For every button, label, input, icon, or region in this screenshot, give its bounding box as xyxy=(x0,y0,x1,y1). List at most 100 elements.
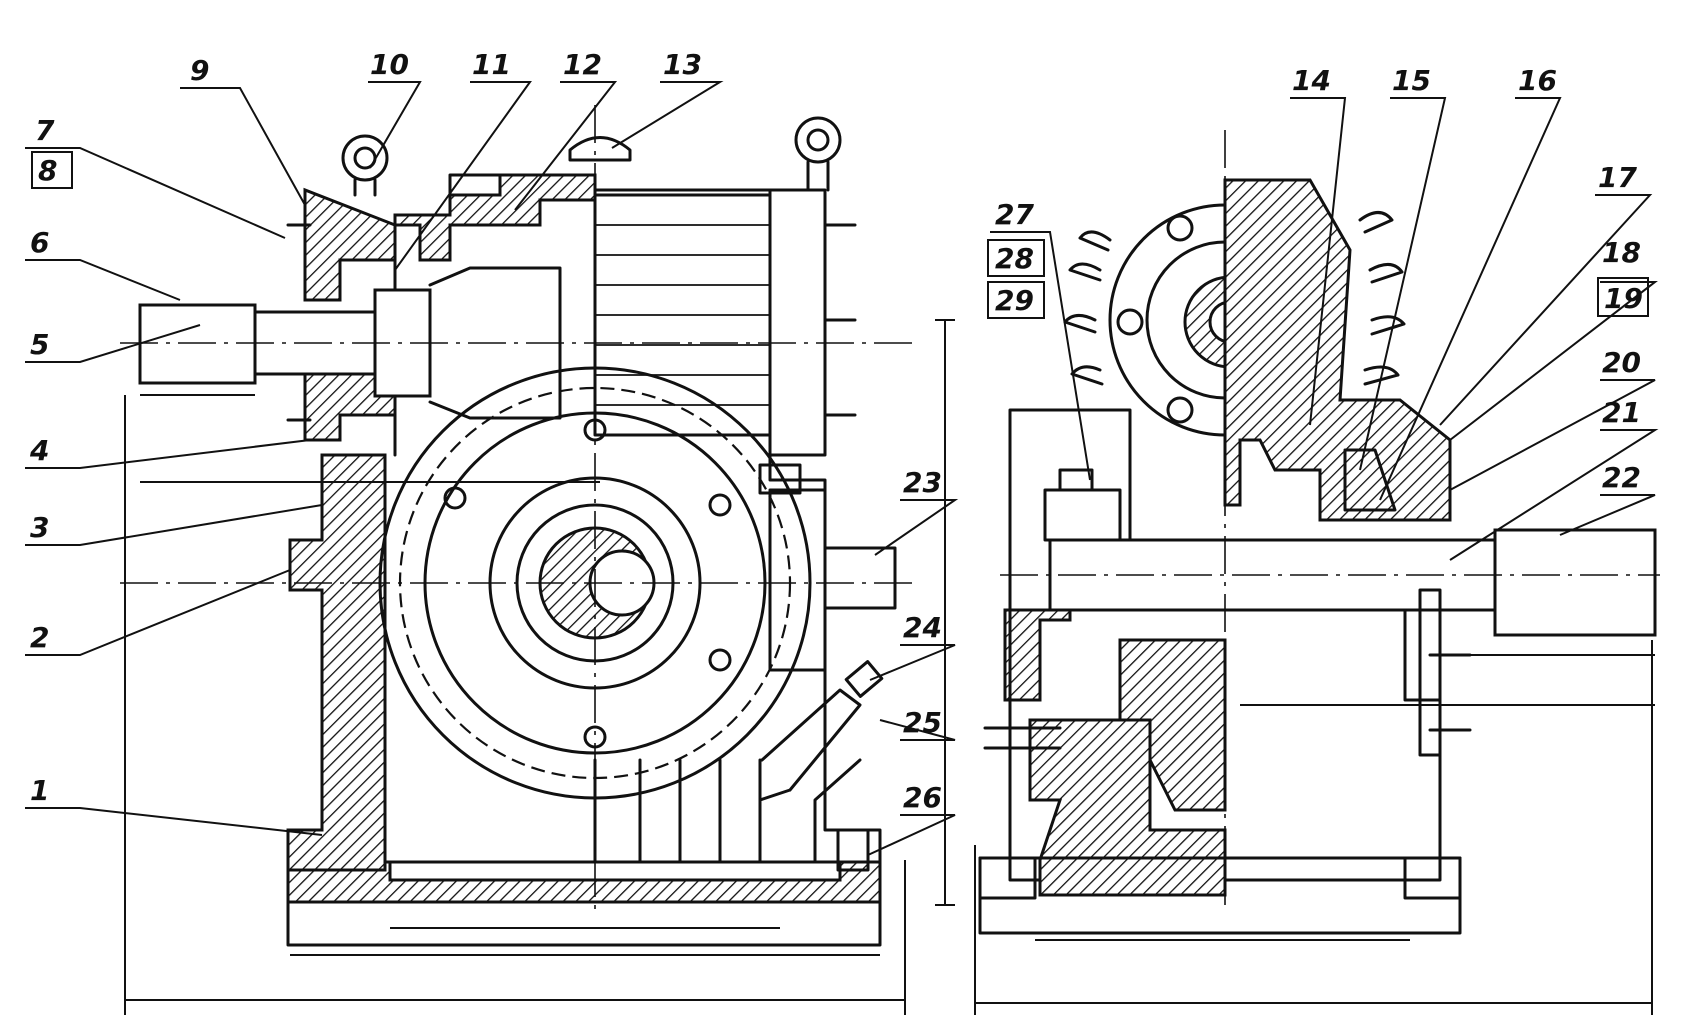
label-18: 18 xyxy=(1602,236,1641,269)
label-11: 11 xyxy=(472,48,511,81)
dimension-side-base xyxy=(1035,654,1655,941)
leader-2 xyxy=(25,569,291,656)
leader-17 xyxy=(1439,194,1653,426)
label-15: 15 xyxy=(1392,64,1431,97)
dimension-base xyxy=(290,927,880,956)
housing-bolt-2 xyxy=(1116,308,1144,336)
label-7: 7 xyxy=(35,114,55,147)
leader-10 xyxy=(368,81,422,169)
leader-15 xyxy=(1359,97,1447,471)
label-2: 2 xyxy=(30,621,49,654)
base-outline xyxy=(286,900,882,947)
flange-bolt-left-top xyxy=(286,223,312,422)
leader-11 xyxy=(394,81,532,271)
input-shaft-end xyxy=(138,303,257,385)
dimension-width-bottom xyxy=(124,395,906,1015)
dimension-side-bottom xyxy=(974,640,1653,1015)
label-14: 14 xyxy=(1292,64,1331,97)
output-shaft-end xyxy=(1493,528,1657,637)
drain-tube xyxy=(758,688,862,862)
eye-bolt-hole-right xyxy=(806,128,830,152)
upper-housing-section xyxy=(1223,178,1452,522)
label-8-box xyxy=(31,151,73,189)
boss-nut xyxy=(758,463,802,495)
end-cover xyxy=(768,188,827,457)
eye-bolt-ring-left xyxy=(341,134,389,182)
upper-bearing-housing xyxy=(303,173,597,302)
drain-cap xyxy=(844,660,884,698)
label-6: 6 xyxy=(30,226,49,259)
leader-23 xyxy=(874,499,959,556)
label-28-box xyxy=(987,239,1045,277)
label-22: 22 xyxy=(1602,461,1641,494)
label-23: 23 xyxy=(903,466,942,499)
side-view xyxy=(974,130,1660,1015)
flange-plate xyxy=(1418,588,1442,757)
label-24: 24 xyxy=(903,611,942,644)
flange-bolt-3 xyxy=(708,648,732,672)
bolt-side xyxy=(983,653,1472,750)
label-9: 9 xyxy=(190,54,209,87)
label-20: 20 xyxy=(1602,346,1641,379)
label-29: 29 xyxy=(995,284,1034,317)
dimension-shaft xyxy=(140,394,600,483)
label-25: 25 xyxy=(903,706,942,739)
leader-13 xyxy=(611,81,724,149)
cover-bolts xyxy=(823,223,857,417)
leader-3 xyxy=(25,504,323,546)
side-base-section xyxy=(1028,718,1227,897)
leader-6 xyxy=(25,259,181,301)
oil-plug xyxy=(568,136,632,162)
leader-7-8 xyxy=(25,147,286,239)
label-5: 5 xyxy=(30,328,49,361)
housing-bolt-3 xyxy=(1166,396,1194,424)
label-29-box xyxy=(987,281,1045,319)
label-10: 10 xyxy=(370,48,409,81)
label-26: 26 xyxy=(903,781,942,814)
front-view xyxy=(120,105,955,1015)
flange-bolt-1 xyxy=(443,486,467,510)
cooling-fins xyxy=(1063,211,1406,386)
label-3: 3 xyxy=(30,511,49,544)
label-13: 13 xyxy=(663,48,702,81)
leader-1 xyxy=(25,807,323,836)
label-27: 27 xyxy=(995,198,1034,231)
label-28: 28 xyxy=(995,242,1034,275)
leader-21 xyxy=(1449,429,1659,561)
dimension-height xyxy=(935,319,955,906)
callouts: 1 2 3 4 5 6 7 8 9 10 11 12 13 14 15 16 1… xyxy=(25,48,1659,856)
side-housing-outline xyxy=(1008,408,1442,882)
label-17: 17 xyxy=(1598,161,1637,194)
label-16: 16 xyxy=(1518,64,1557,97)
leader-16 xyxy=(1379,97,1562,501)
leader-25 xyxy=(879,719,956,741)
label-8: 8 xyxy=(38,154,57,187)
eye-bolt-stem-right xyxy=(806,160,830,192)
side-base-step-right xyxy=(1403,856,1462,900)
leader-26 xyxy=(867,814,956,856)
ribs xyxy=(593,758,762,864)
flange-bolt-2 xyxy=(708,493,732,517)
leader-4 xyxy=(25,439,311,469)
label-21: 21 xyxy=(1602,396,1641,429)
left-bearing-housing xyxy=(1003,608,1072,702)
label-4: 4 xyxy=(29,434,49,467)
label-19: 19 xyxy=(1604,282,1643,315)
bolt-27 xyxy=(1058,468,1094,492)
housing-outline xyxy=(383,173,882,864)
leader-14 xyxy=(1290,97,1347,426)
leader-27-28-29 xyxy=(990,231,1091,481)
leader-22 xyxy=(1559,494,1656,536)
leader-20 xyxy=(1449,379,1656,491)
pin-23 xyxy=(823,546,897,610)
housing-bolt-1 xyxy=(1166,214,1194,242)
side-base-step-left xyxy=(978,856,1037,900)
housing-wall-left xyxy=(286,453,387,872)
leader-18-19 xyxy=(1449,281,1658,441)
upper-left-boss xyxy=(1043,488,1122,542)
base-bolt xyxy=(836,828,870,872)
label-1: 1 xyxy=(30,774,49,807)
label-12: 12 xyxy=(563,48,602,81)
leader-9 xyxy=(180,87,306,206)
